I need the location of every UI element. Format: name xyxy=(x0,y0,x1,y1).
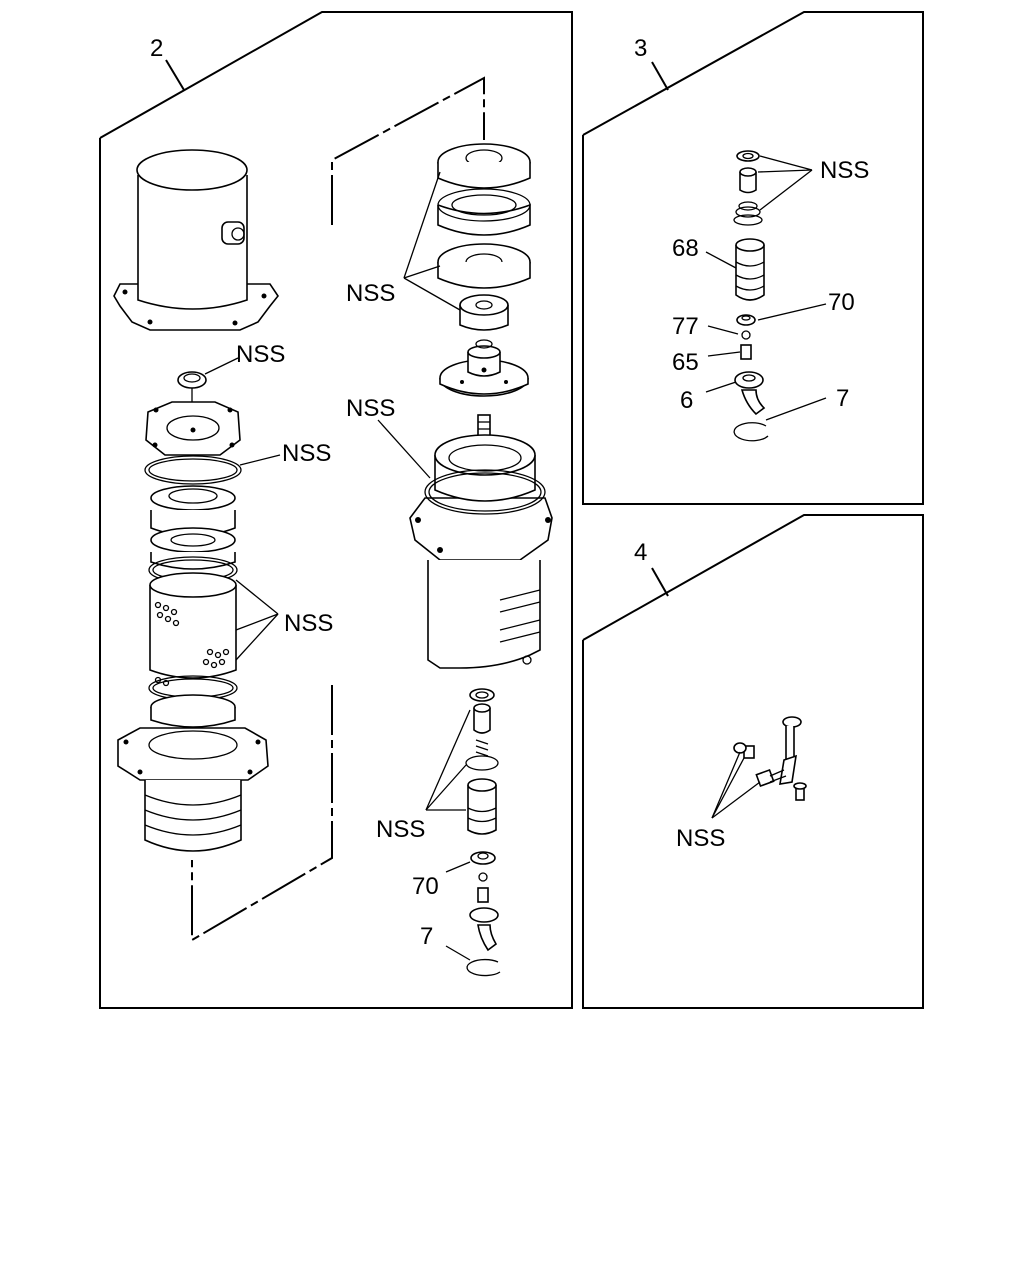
callout-ref-7-panel-2: 7 xyxy=(420,923,433,950)
callout-ref-77: 77 xyxy=(672,313,699,340)
panel-2: 2 xyxy=(99,11,573,1009)
upper-flange-icon xyxy=(145,401,241,456)
top-ring-stack-icon xyxy=(403,143,531,331)
panel-3-border xyxy=(582,11,924,505)
valve-assembly-icon xyxy=(425,688,501,977)
column-break-line-top xyxy=(331,76,485,225)
callout-nss-valve-parts: NSS xyxy=(376,816,425,843)
filter-cover-icon xyxy=(113,149,279,331)
callout-ref-7-panel-3: 7 xyxy=(836,385,849,412)
filter-bowl-icon xyxy=(117,727,269,852)
panel-4: 4 NSS xyxy=(582,514,924,1009)
panel-2-number-leader xyxy=(165,59,185,91)
column-break-line-bottom xyxy=(191,685,333,942)
callout-ref-68: 68 xyxy=(672,235,699,262)
panel-3-number: 3 xyxy=(634,35,647,62)
callout-ref-70-panel-3: 70 xyxy=(828,289,855,316)
callout-nss-filter-parts: NSS xyxy=(284,610,333,637)
callout-nss-seal-ring: NSS xyxy=(282,440,331,467)
panel-4-number-leader xyxy=(651,567,669,597)
filter-housing-icon xyxy=(377,414,553,669)
panel-4-number: 4 xyxy=(634,539,647,566)
callout-nss-panel-4: NSS xyxy=(676,825,725,852)
panel-3: 3 xyxy=(582,11,924,505)
filter-element-icon xyxy=(148,485,279,728)
callout-ref-70-panel-2: 70 xyxy=(412,873,439,900)
callout-nss-panel-3: NSS xyxy=(820,157,869,184)
panel-3-number-leader xyxy=(651,61,669,91)
sensor-bracket-icon xyxy=(711,716,807,819)
callout-ref-6: 6 xyxy=(680,387,693,414)
callout-ref-65: 65 xyxy=(672,349,699,376)
callout-nss-plug: NSS xyxy=(236,341,285,368)
callout-nss-housing-ring: NSS xyxy=(346,395,395,422)
panel-4-border xyxy=(582,514,924,1009)
seal-ring-icon xyxy=(144,454,281,485)
callout-nss-ring-stack: NSS xyxy=(346,280,395,307)
valve-cartridge-icon xyxy=(705,150,827,442)
panel-2-number: 2 xyxy=(150,35,163,62)
panel-2-border xyxy=(99,11,573,1009)
valve-disc-icon xyxy=(439,339,529,397)
